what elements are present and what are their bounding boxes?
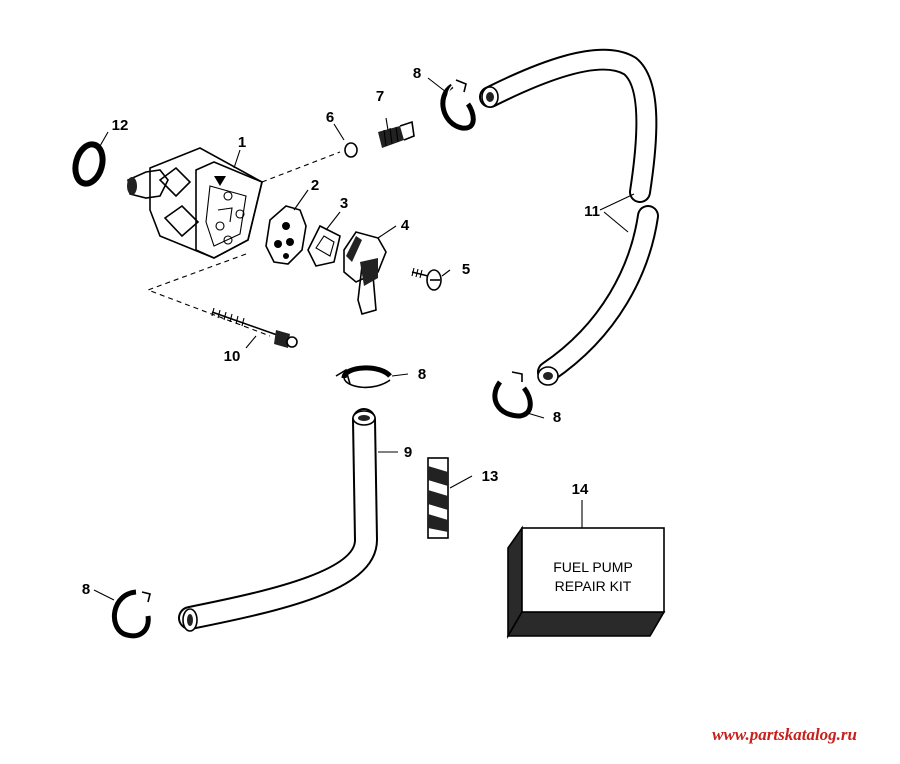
callout-1: 1 [238,134,246,151]
kit-label-line1: FUEL PUMP [553,559,633,575]
part-6-small-o-ring [333,123,358,158]
part-4-cover-elbow [343,231,387,315]
callout-8-right: 8 [553,409,561,426]
part-12-o-ring [72,141,106,187]
part-13-spiral-wrap [427,457,473,539]
callout-12: 12 [112,117,129,134]
part-3-gasket [307,224,341,267]
leader-lines [99,131,397,239]
watermark-text: www.partskatalog.ru [712,725,857,744]
callout-13: 13 [482,468,499,485]
part-8-clamp-right [492,371,545,419]
callout-4: 4 [401,217,410,234]
callout-2: 2 [311,177,319,194]
kit-label-line2: REPAIR KIT [555,578,632,594]
part-8-clamp-mid [335,365,409,389]
part-14-repair-kit-box: FUEL PUMP REPAIR KIT [506,500,666,639]
part-7-check-valve [378,117,415,148]
part-2-diaphragm [265,205,307,265]
alignment-dashed-lines [146,151,341,337]
callout-9: 9 [404,444,412,461]
part-11-long-hose [479,48,659,386]
callout-7: 7 [376,88,384,105]
part-8-clamp-top [427,77,476,131]
callout-8-mid: 8 [418,366,426,383]
callout-3: 3 [340,195,348,212]
part-10-long-bolt [211,307,298,349]
callout-5: 5 [462,261,470,278]
part-1-fuel-pump-body [127,147,263,259]
callout-8-top: 8 [413,65,421,82]
part-9-short-hose [178,408,398,632]
callout-labels: 1 2 3 4 5 6 7 8 8 8 8 9 10 11 12 13 14 [82,65,600,598]
callout-10: 10 [224,348,241,365]
callout-6: 6 [326,109,334,126]
callout-8-left: 8 [82,581,90,598]
part-8-clamp-left [93,589,151,639]
part-5-screw [411,267,451,291]
callout-14: 14 [572,481,589,498]
callout-11: 11 [584,203,600,220]
